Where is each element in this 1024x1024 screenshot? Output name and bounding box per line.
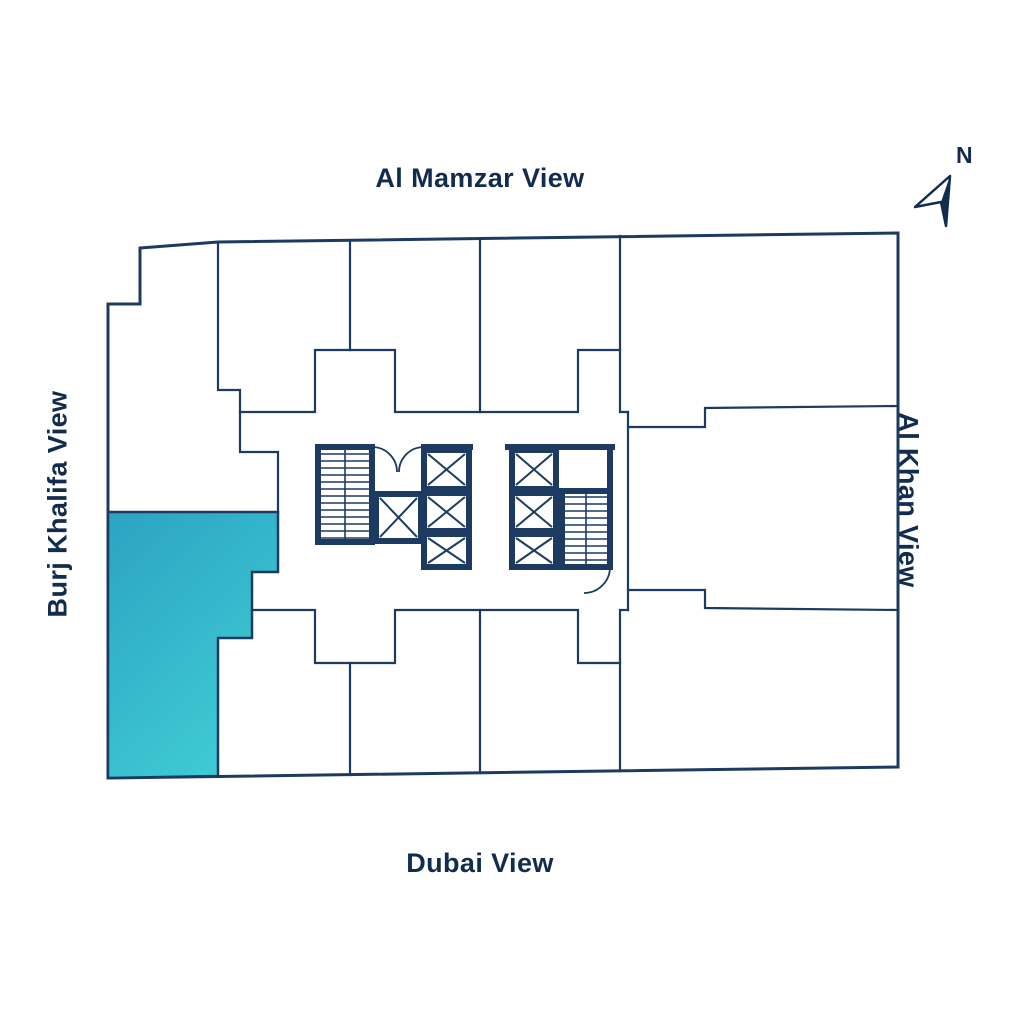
shaft-cross xyxy=(379,497,418,538)
wall-segment xyxy=(238,348,630,414)
door-arc-icon xyxy=(371,446,398,473)
view-label-right: Al Khan View xyxy=(893,412,924,588)
north-arrow-icon xyxy=(913,174,952,228)
wall-segment xyxy=(250,608,630,665)
view-label-top: Al Mamzar View xyxy=(375,163,585,193)
stair-treads xyxy=(565,493,607,565)
door-arc-icon xyxy=(583,566,611,594)
elevator-cross xyxy=(427,453,466,564)
compass-north-label: N xyxy=(956,142,973,168)
view-label-bottom: Dubai View xyxy=(406,848,554,878)
highlighted-unit[interactable] xyxy=(106,510,280,780)
wall-segment xyxy=(626,588,900,612)
stair-treads xyxy=(321,449,369,541)
building-outline xyxy=(106,231,900,780)
wall-segment xyxy=(216,240,280,514)
wall-segment xyxy=(626,404,900,429)
elevator-cross xyxy=(515,453,553,564)
view-label-left: Burj Khalifa View xyxy=(42,390,73,618)
unit-walls xyxy=(216,234,900,777)
building-core xyxy=(315,444,615,594)
north-arrow-fill xyxy=(941,176,950,226)
door-arc-icon xyxy=(398,446,425,473)
